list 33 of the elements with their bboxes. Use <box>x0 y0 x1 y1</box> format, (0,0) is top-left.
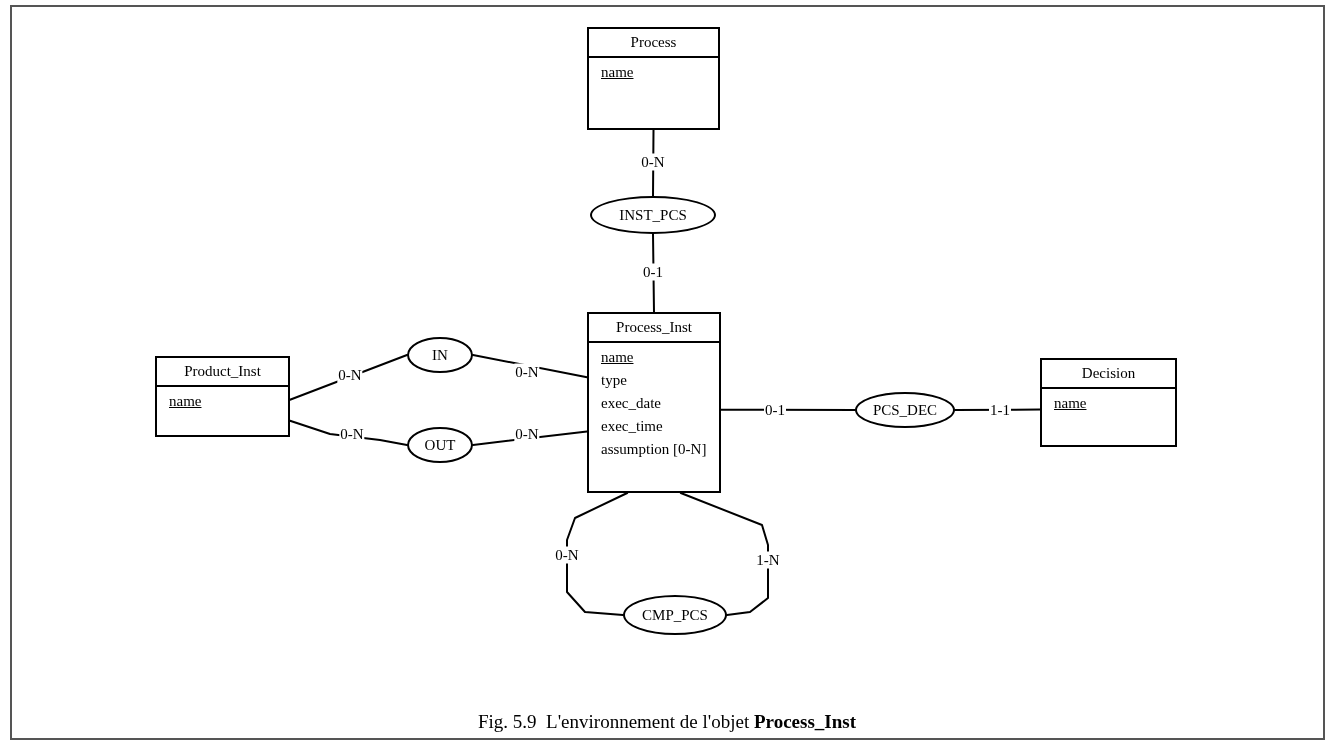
attribute-text: exec_time <box>601 416 663 436</box>
cardinality-label: 0-1 <box>642 263 664 281</box>
connector-line <box>566 492 629 616</box>
connector-line <box>954 408 1041 411</box>
entity-box <box>1040 358 1177 447</box>
identifier-attribute: name <box>1054 393 1087 413</box>
entity-name: Process_Inst <box>589 314 719 343</box>
relationship-name: OUT <box>424 437 456 453</box>
relationship-ellipse <box>407 427 473 463</box>
entity-box <box>587 27 720 130</box>
entity-box <box>155 356 290 437</box>
attribute-text: exec_date <box>601 393 661 413</box>
relationship-ellipse <box>407 337 473 373</box>
connector-line <box>652 233 655 313</box>
connector-line <box>679 492 769 616</box>
attribute-text: assumption [0-N] <box>601 439 707 459</box>
cardinality-label: 0-N <box>554 546 580 564</box>
figure-caption: Fig. 5.9 L'environnement de l'objet Process_Inst <box>478 710 856 734</box>
relationship-name: INST_PCS <box>619 207 687 223</box>
identifier-attribute: name <box>601 347 634 367</box>
identifier-attribute: name <box>169 391 202 411</box>
relationship-name: IN <box>432 347 448 363</box>
entity-box <box>587 312 721 493</box>
connector-line <box>720 408 856 411</box>
entity-name: Product_Inst <box>157 358 288 387</box>
cardinality-label: 1-N <box>755 551 781 569</box>
relationship-name: CMP_PCS <box>642 607 708 623</box>
entity-name: Decision <box>1042 360 1175 389</box>
attribute-text: type <box>601 370 627 390</box>
cardinality-label: 0-N <box>640 153 666 171</box>
relationship-name: PCS_DEC <box>872 402 938 418</box>
identifier-attribute: name <box>601 62 634 82</box>
entity-name: Process <box>589 29 718 58</box>
